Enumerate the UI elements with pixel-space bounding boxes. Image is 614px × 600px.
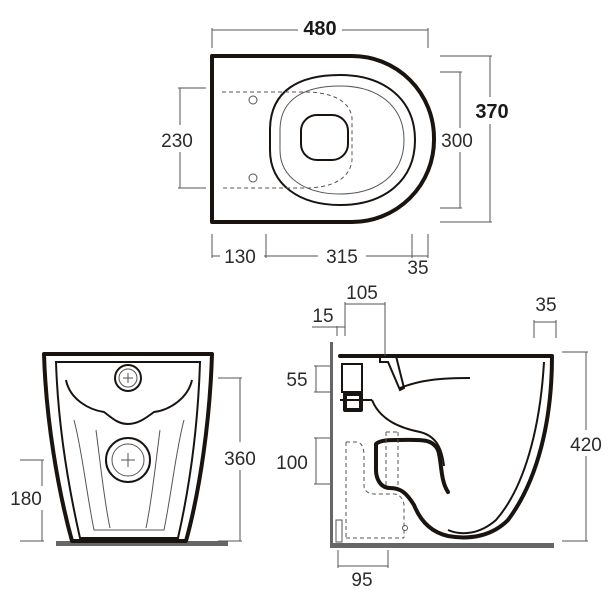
- dim-95: 95: [351, 570, 372, 591]
- side-view: 105 15 35 55 100 420 95: [276, 283, 602, 591]
- top-view-drain: [300, 114, 349, 161]
- dim-300: 300: [441, 131, 473, 152]
- top-view-fixing-hole: [248, 95, 258, 105]
- side-view-rim: [379, 355, 471, 392]
- front-view-flush-hole: [114, 364, 142, 392]
- dim-420: 420: [570, 435, 602, 456]
- dim-370: 370: [475, 101, 508, 123]
- side-view-floor: [330, 543, 554, 548]
- front-view-cistern-curve: [65, 379, 193, 426]
- dim-360: 360: [224, 449, 256, 470]
- front-view-inner-outline: [54, 361, 202, 539]
- top-view-outlet-dashed: [222, 91, 353, 189]
- dim-35-side: 35: [535, 295, 556, 316]
- dim-105: 105: [346, 283, 378, 304]
- side-view-fixing-hole: [402, 525, 408, 531]
- front-view-flush-hole-inner: [118, 368, 138, 388]
- front-view: 360 180: [10, 352, 256, 546]
- front-view-floor: [56, 541, 228, 546]
- dim-100: 100: [276, 453, 308, 474]
- side-view-flush-block: [343, 392, 363, 412]
- dim-130: 130: [224, 247, 256, 268]
- top-view: 480 370 300 230 130 315 35: [161, 18, 509, 279]
- front-view-inlet-inner: [111, 443, 145, 477]
- dim-55: 55: [286, 370, 307, 391]
- side-view-bowl-inner: [447, 361, 545, 535]
- side-view-wall-bracket: [335, 519, 343, 543]
- dim-35-top: 35: [407, 258, 428, 279]
- side-view-inlet-dashed: [385, 431, 399, 488]
- dim-15: 15: [312, 306, 333, 327]
- front-view-inlet: [105, 437, 151, 483]
- side-view-wall: [330, 342, 333, 544]
- dim-230: 230: [161, 131, 193, 152]
- front-view-outline: [42, 352, 214, 543]
- top-view-outline: [210, 54, 436, 224]
- front-view-bowl-body: [73, 419, 185, 531]
- dim-315: 315: [326, 247, 358, 268]
- side-view-flush-inlet: [341, 363, 363, 393]
- side-view-outline: [338, 354, 554, 540]
- top-view-fixing-hole: [248, 173, 258, 183]
- top-view-bowl: [269, 73, 417, 207]
- side-view-outlet-dashed: [345, 441, 405, 539]
- front-view-bowl-inner: [95, 429, 161, 529]
- dim-480: 480: [303, 18, 336, 40]
- dim-180: 180: [10, 489, 42, 510]
